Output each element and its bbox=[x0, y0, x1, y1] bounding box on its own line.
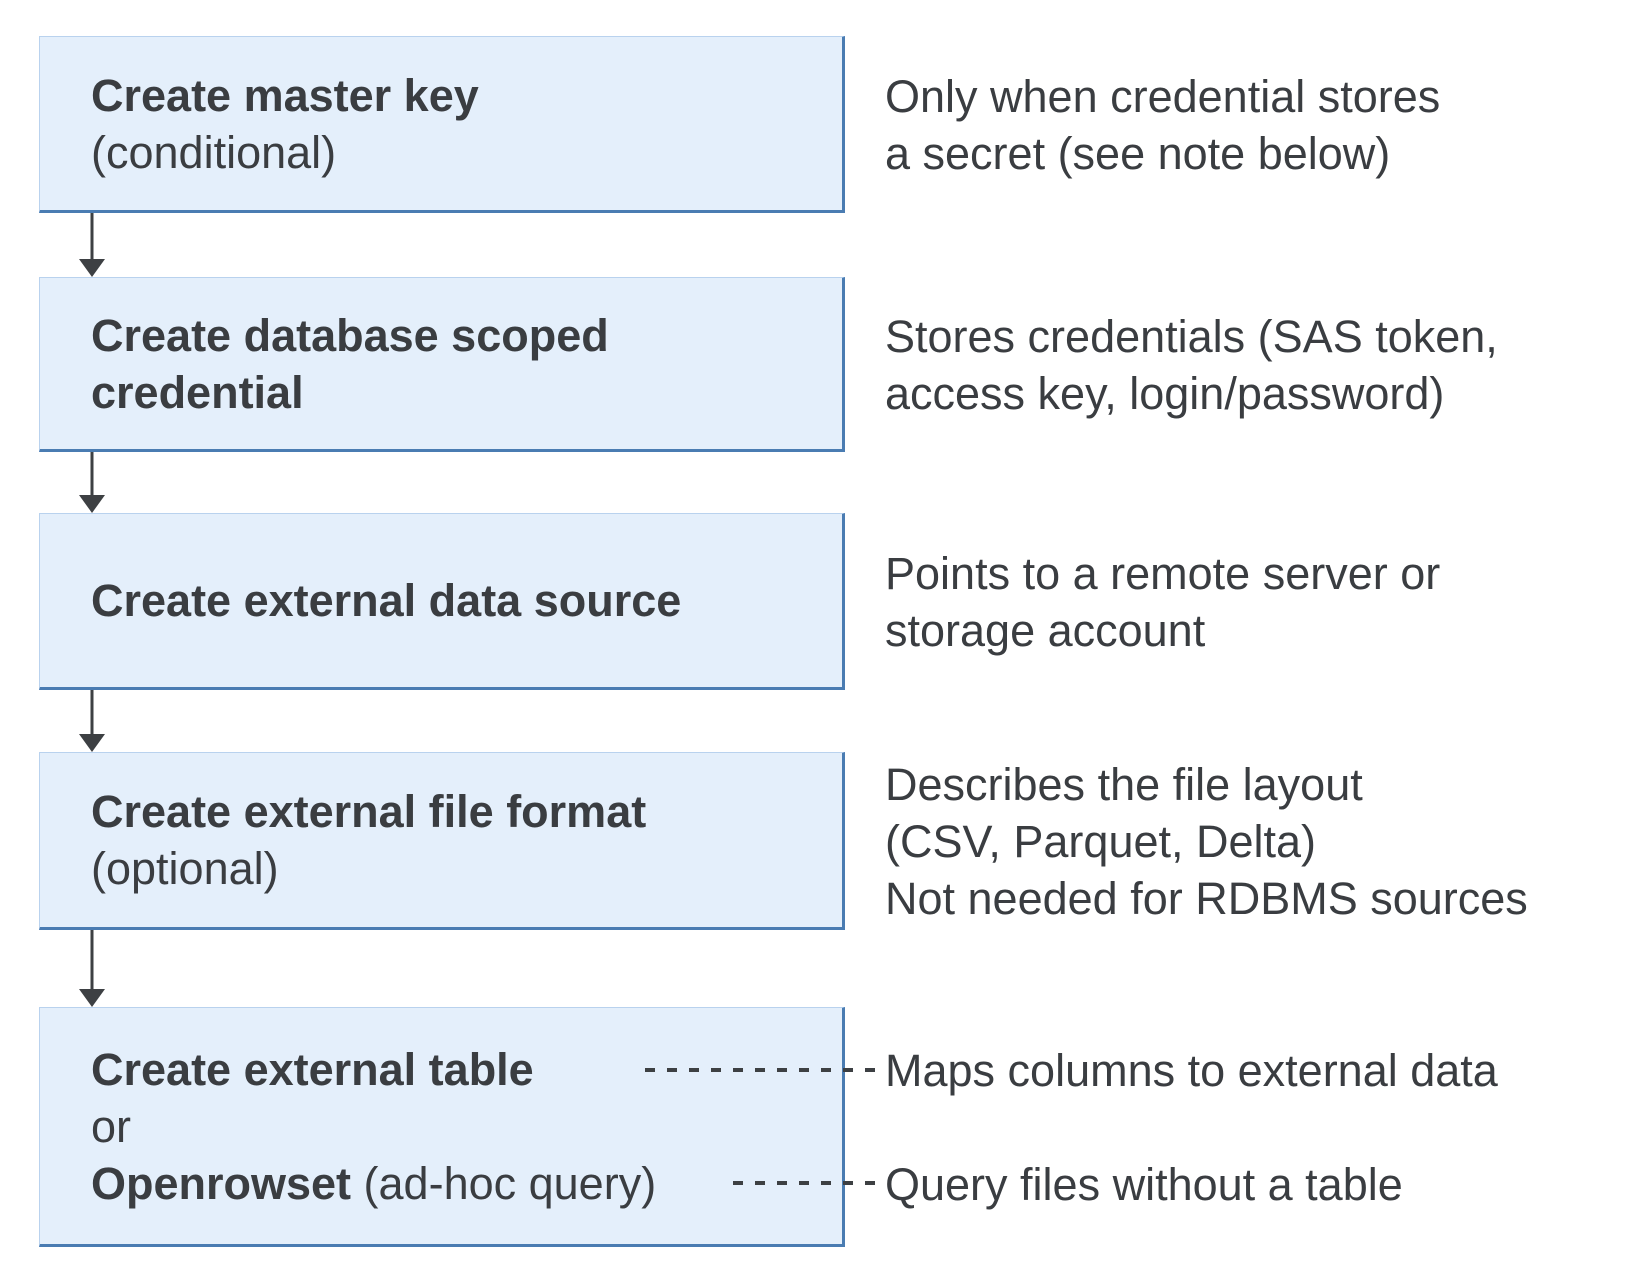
step-box-create-external-data-source: Create external data source bbox=[39, 513, 845, 690]
step-title-line: (conditional) bbox=[91, 124, 842, 181]
step-title-segment: Openrowset bbox=[91, 1157, 352, 1209]
step-title-segment: (ad-hoc query) bbox=[351, 1157, 657, 1209]
description-line: Stores credentials (SAS token, bbox=[885, 310, 1498, 362]
step-box-create-external-file-format: Create external file format (optional) bbox=[39, 752, 845, 930]
step-title-segment: Create external file format bbox=[91, 786, 647, 837]
arrow-shaft bbox=[90, 690, 94, 736]
description-line: Not needed for RDBMS sources bbox=[885, 872, 1528, 924]
step-description-create-database-scoped-credential: Stores credentials (SAS token,access key… bbox=[885, 277, 1605, 452]
arrow-head bbox=[79, 734, 105, 752]
step-title-segment: credential bbox=[91, 366, 304, 418]
description-line: Only when credential stores bbox=[885, 70, 1441, 122]
description-line: (CSV, Parquet, Delta) bbox=[885, 815, 1317, 867]
arrow-shaft bbox=[90, 930, 94, 991]
arrow-head bbox=[79, 259, 105, 277]
arrow-shaft bbox=[90, 213, 94, 261]
step-title-line: Create master key bbox=[91, 67, 842, 124]
arrow-head bbox=[79, 989, 105, 1007]
down-arrow-icon bbox=[79, 690, 105, 752]
step-title-segment: Create master key bbox=[91, 69, 479, 121]
down-arrow-icon bbox=[79, 213, 105, 277]
step-title-line: credential bbox=[91, 364, 842, 421]
description-line: Describes the file layout bbox=[885, 758, 1363, 810]
step-title-segment: or bbox=[91, 1100, 132, 1152]
step-title-line: Create external table bbox=[91, 1041, 842, 1098]
step-title-line: Openrowset (ad-hoc query) bbox=[91, 1155, 842, 1212]
down-arrow-icon bbox=[79, 930, 105, 1007]
step-box-create-master-key: Create master key(conditional) bbox=[39, 36, 845, 213]
arrow-head bbox=[79, 495, 105, 513]
description-line: access key, login/password) bbox=[885, 367, 1445, 419]
dashed-connector-icon bbox=[733, 1181, 875, 1185]
step-title-segment: Create external data source bbox=[91, 575, 682, 626]
step-title-line: Create external data source bbox=[91, 572, 842, 629]
step-title-line: Create external file format bbox=[91, 783, 842, 840]
description-line: storage account bbox=[885, 604, 1206, 656]
step-title-segment: Create database scoped bbox=[91, 309, 609, 361]
annotation-label: Maps columns to external data bbox=[885, 1045, 1498, 1096]
arrow-shaft bbox=[90, 452, 94, 497]
description-line: a secret (see note below) bbox=[885, 127, 1391, 179]
step-title-segment: (optional) bbox=[91, 843, 279, 894]
step-description-create-external-file-format: Describes the file layout(CSV, Parquet, … bbox=[885, 752, 1605, 930]
description-line: Points to a remote server or bbox=[885, 547, 1441, 599]
step-title-line: or bbox=[91, 1098, 842, 1155]
step-title-line: (optional) bbox=[91, 840, 842, 897]
step-title-segment: Create external table bbox=[91, 1043, 534, 1095]
step-title-segment: (conditional) bbox=[91, 126, 337, 178]
dashed-connector-icon bbox=[645, 1068, 875, 1072]
step-title-line: Create database scoped bbox=[91, 307, 842, 364]
annotation-label: Query files without a table bbox=[885, 1159, 1403, 1210]
down-arrow-icon bbox=[79, 452, 105, 513]
